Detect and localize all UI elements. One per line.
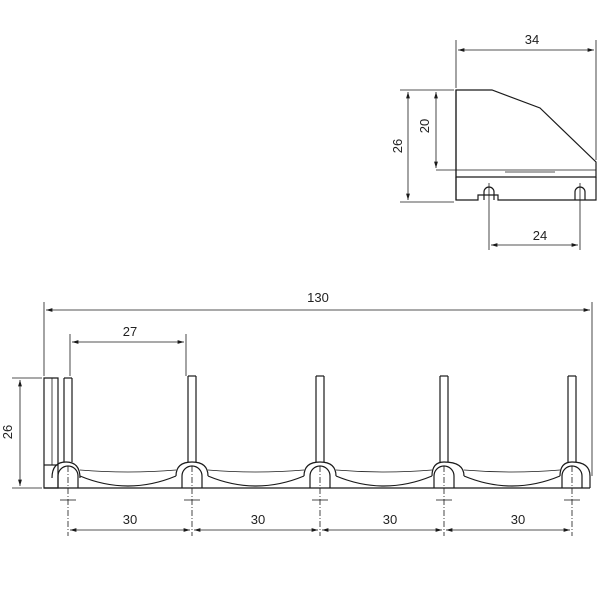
- front-prong-4: [431, 375, 465, 488]
- front-cup-2: [207, 475, 305, 487]
- side-view-body: [455, 89, 597, 178]
- dim-front-pitch-4: 30: [511, 512, 525, 527]
- dim-front-pitch-3: 30: [383, 512, 397, 527]
- dim-side-width: 34: [525, 32, 539, 47]
- dim-front-pitch-1: 30: [123, 512, 137, 527]
- dim-front-overall-length: 130: [307, 290, 329, 305]
- dim-side-hole-spacing: 24: [533, 228, 547, 243]
- front-prong-5: [559, 375, 591, 488]
- dim-side-height-body: 20: [417, 119, 432, 133]
- side-view: 34 26 20 24: [390, 32, 597, 250]
- dim-front-height: 26: [0, 425, 15, 439]
- front-view: 130 27 26 30 30 30 30: [0, 290, 593, 536]
- dim-front-cup-width: 27: [123, 324, 137, 339]
- front-cup-1: [79, 475, 177, 487]
- front-cup-4: [463, 475, 561, 487]
- dim-side-height-total: 26: [390, 139, 405, 153]
- dim-front-pitch-2: 30: [251, 512, 265, 527]
- front-prong-1: [51, 377, 81, 488]
- front-cup-3: [335, 475, 433, 487]
